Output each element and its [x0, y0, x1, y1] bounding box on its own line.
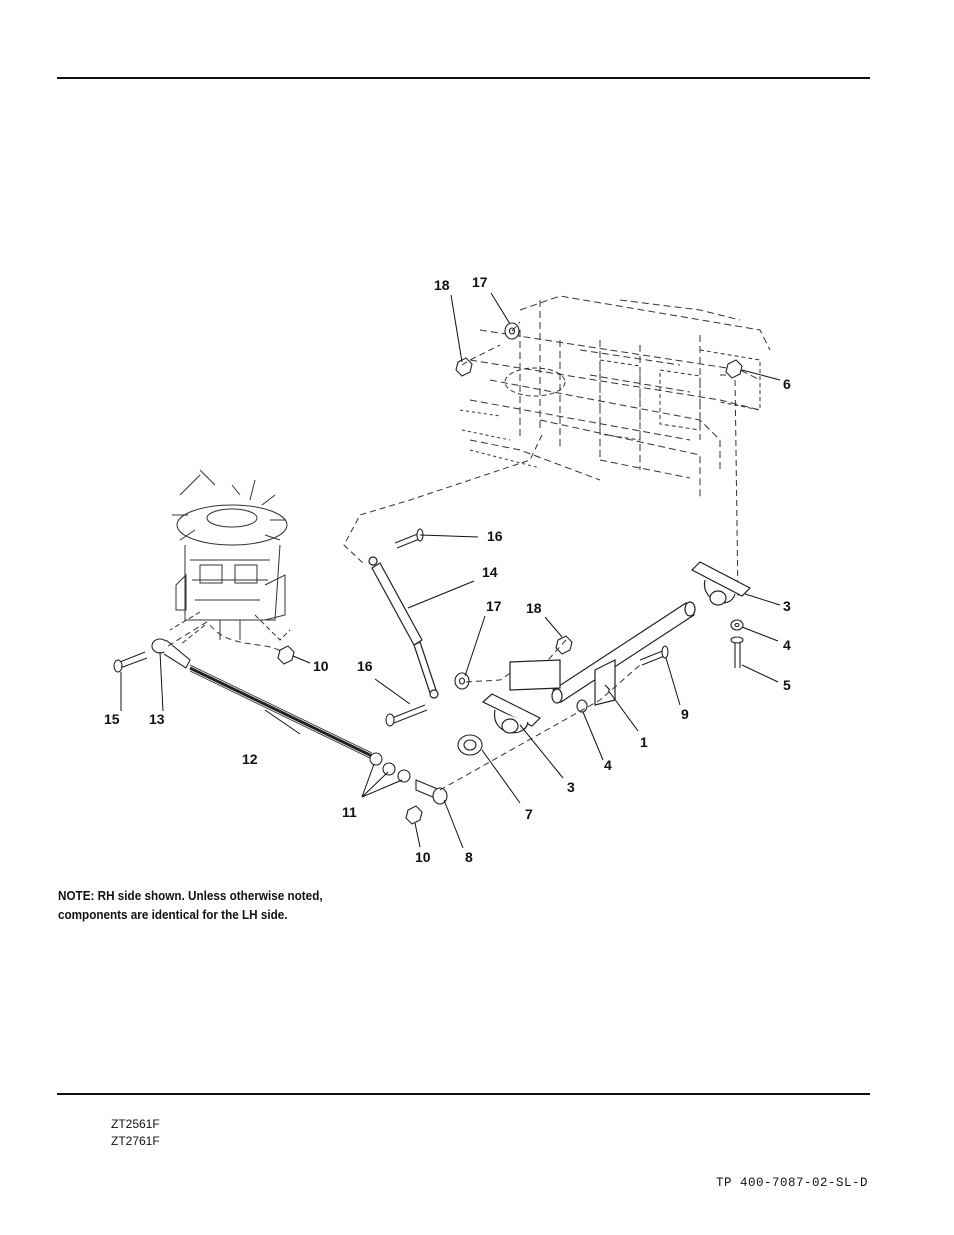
callout-17-top: 17	[472, 274, 488, 290]
assembly-lines	[167, 321, 641, 791]
control-rod	[189, 664, 373, 760]
callout-3-lower: 3	[567, 779, 575, 795]
callout-17-mid: 17	[486, 598, 502, 614]
callout-4-right: 4	[783, 637, 791, 653]
model-number-1: ZT2561F	[111, 1117, 160, 1131]
callout-18-mid: 18	[526, 600, 542, 616]
hardware	[113, 322, 744, 825]
callout-4-lower: 4	[604, 757, 612, 773]
callout-14: 14	[482, 564, 498, 580]
callout-9: 9	[681, 706, 689, 722]
callout-6: 6	[783, 376, 791, 392]
callout-13: 13	[149, 711, 165, 727]
bracket-upper	[690, 561, 752, 606]
top-rule	[57, 77, 870, 79]
control-tube	[509, 601, 696, 706]
callout-3-right: 3	[783, 598, 791, 614]
hydro-pump	[169, 469, 291, 646]
callout-10-left: 10	[313, 658, 329, 674]
callout-12: 12	[242, 751, 258, 767]
note-line-1: NOTE: RH side shown. Unless otherwise no…	[58, 888, 323, 903]
callout-1: 1	[640, 734, 648, 750]
bracket-lower	[481, 693, 542, 734]
callout-7: 7	[525, 806, 533, 822]
gas-spring	[368, 556, 439, 699]
frame-assembly	[343, 295, 771, 601]
model-number-2: ZT2761F	[111, 1134, 160, 1148]
callout-8: 8	[465, 849, 473, 865]
diagram-note: NOTE: RH side shown. Unless otherwise no…	[58, 886, 323, 924]
callout-15: 15	[104, 711, 120, 727]
callout-16-top: 16	[487, 528, 503, 544]
callout-5: 5	[783, 677, 791, 693]
callout-11: 11	[342, 804, 357, 820]
callout-18-top: 18	[434, 277, 450, 293]
leader-lines	[120, 292, 781, 849]
note-line-2: components are identical for the LH side…	[58, 907, 288, 922]
callout-10-lower: 10	[415, 849, 431, 865]
bottom-rule	[57, 1093, 870, 1095]
callout-16-lower: 16	[357, 658, 373, 674]
callouts: 18 17 6 16 14 3 17 18 4 10 16 5 9 15 13 …	[104, 274, 791, 865]
document-number: TP 400-7087-02-SL-D	[715, 1176, 868, 1190]
